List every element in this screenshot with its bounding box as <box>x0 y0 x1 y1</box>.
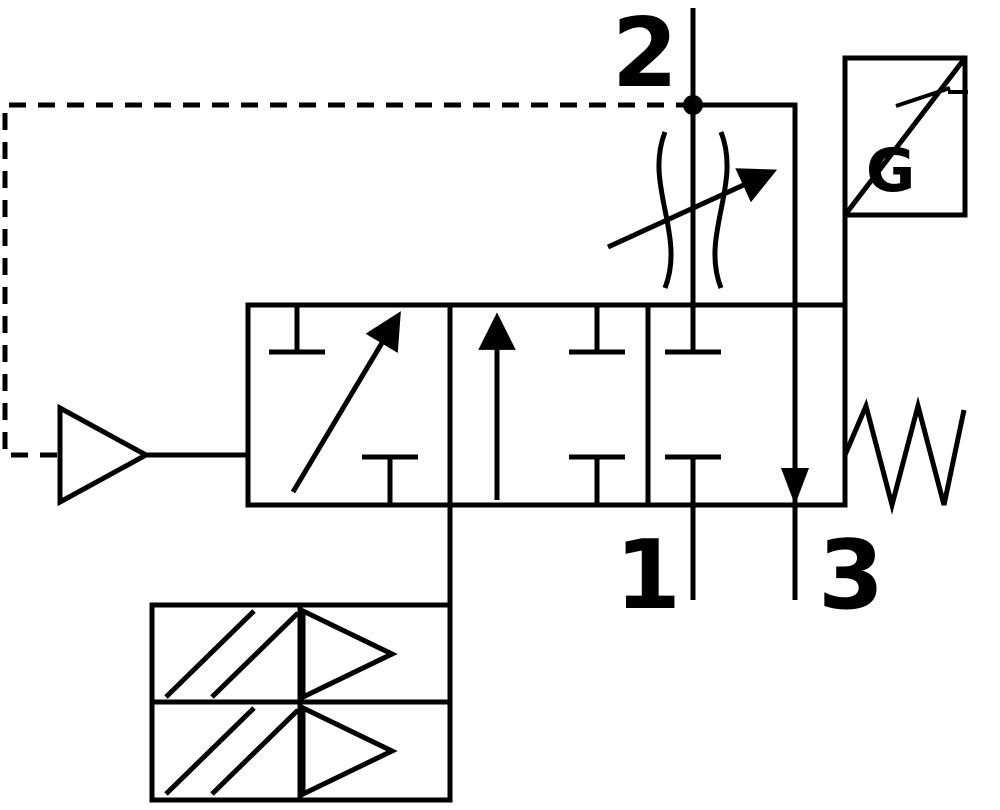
pressure-gauge-icon: G <box>842 55 968 305</box>
switch-arrow <box>290 311 401 494</box>
pilot-amplifier-icon <box>57 403 248 507</box>
flow-control-icon <box>606 131 778 289</box>
directional-valve <box>245 302 848 508</box>
amplifier-triangle-bottom <box>300 704 398 798</box>
port-3-line <box>693 102 809 600</box>
pilot-valve-unit-icon <box>149 602 453 803</box>
port-3-label: 3 <box>818 521 884 631</box>
down-arrowhead <box>781 468 809 505</box>
valve-position-right <box>665 305 721 505</box>
valve-body <box>245 302 848 508</box>
valve-position-middle <box>478 305 625 505</box>
port-1-label: 1 <box>615 521 681 631</box>
return-spring-icon <box>842 396 967 515</box>
valve-position-left <box>269 305 418 505</box>
amplifier-triangle-top <box>300 607 398 701</box>
gauge-letter: G <box>866 136 915 206</box>
adjustability-arrow <box>606 168 778 250</box>
port-2-label: 2 <box>612 0 678 109</box>
switch-contact-icon <box>895 86 951 108</box>
